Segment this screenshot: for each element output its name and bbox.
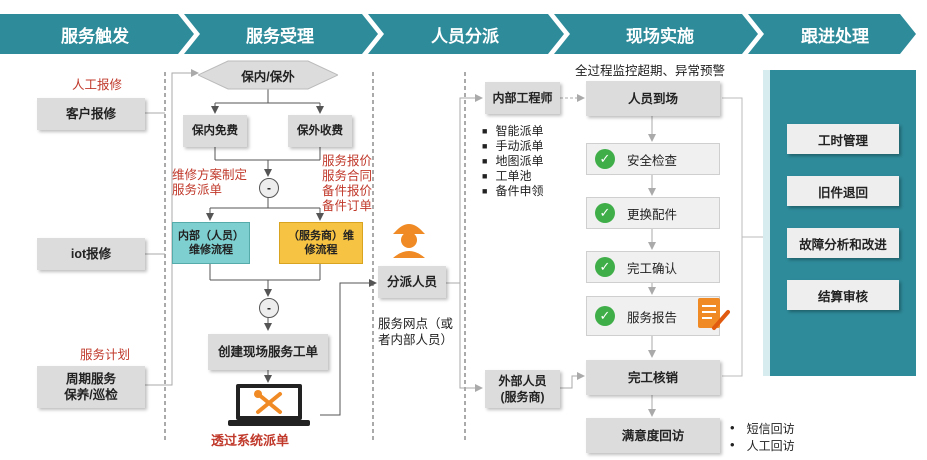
dispatch-method: 智能派单 [482,124,543,139]
dispatcher-note-line1: 服务网点（或 [378,317,454,331]
dispatch-method: 备件申领 [482,184,543,199]
left-note-line1: 维修方案制定 [172,168,248,182]
step-label: 更换配件 [627,207,678,222]
step-safety-check[interactable]: ✓ 安全检查 [586,143,720,175]
dispatcher-box[interactable]: 分派人员 [378,266,446,298]
satisfaction-visit-box[interactable]: 满意度回访 [586,418,720,453]
stage-accept: 服务受理 [246,26,314,46]
periodic-line2: 保养/巡检 [64,388,118,402]
step-label: 完工确认 [627,261,678,276]
followup-panel [770,70,916,376]
arrive-box[interactable]: 人员到场 [586,81,720,116]
check-icon: ✓ [595,306,615,326]
step-completion-confirm[interactable]: ✓ 完工确认 [586,251,720,283]
stage-trigger: 服务触发 [61,26,129,46]
monitor-note: 全过程监控超期、异常预警 [575,64,726,78]
right-note-line2: 服务合同 [322,169,373,183]
dispatcher-note-line2: 者内部人员） [378,333,454,347]
internal-engineer-box[interactable]: 内部工程师 [485,82,560,114]
external-staff-box[interactable]: 外部人员 (服务商) [485,370,560,408]
merge-node-1: - [259,178,279,198]
in-warranty-box[interactable]: 保内免费 [183,115,247,147]
right-note-line1: 服务报价 [322,154,373,168]
dispatch-methods-list: 智能派单 手动派单 地图派单 工单池 备件申领 [482,124,543,199]
step-replace-parts[interactable]: ✓ 更换配件 [586,197,720,229]
followup-item-settlement[interactable]: 结算审核 [787,280,899,310]
followup-item-return-parts[interactable]: 旧件退回 [787,176,899,206]
vendor-repair-flow[interactable]: （服务商）维 修流程 [279,222,363,264]
decision-diamond[interactable] [198,60,338,90]
customer-repair-box[interactable]: 客户报修 [37,98,145,130]
periodic-service-box[interactable]: 周期服务 保养/巡检 [37,366,145,408]
check-icon: ✓ [595,203,615,223]
stage-onsite: 现场实施 [626,26,694,46]
internal-repair-flow[interactable]: 内部（人员） 维修流程 [172,222,250,264]
external-line2: (服务商) [500,390,545,404]
right-note: 服务报价 服务合同 备件报价 备件订单 [322,154,372,214]
visit-method: 短信回访 [730,420,795,437]
followup-item-hours[interactable]: 工时管理 [787,124,899,154]
stage-header [0,14,916,54]
report-icon [698,298,730,330]
service-plan-label: 服务计划 [80,348,131,362]
stage-followup: 跟进处理 [801,26,869,46]
manual-repair-label: 人工报修 [72,78,123,92]
decision-label: 保内/保外 [241,69,295,84]
stage-dispatch: 人员分派 [431,26,499,46]
left-note-line2: 服务派单 [172,183,223,197]
periodic-line1: 周期服务 [65,372,116,386]
vendor-line1: （服务商）维 [288,230,354,242]
out-warranty-box[interactable]: 保外收费 [288,115,352,147]
merge-node-2: - [259,298,279,318]
step-service-report[interactable]: ✓ 服务报告 [586,296,720,336]
visit-method: 人工回访 [730,437,795,454]
system-dispatch-label: 透过系统派单 [211,433,290,448]
vendor-line2: 修流程 [304,244,338,256]
completion-writeoff-box[interactable]: 完工核销 [586,360,720,395]
iot-repair-box[interactable]: iot报修 [37,238,145,270]
step-label: 服务报告 [627,310,678,325]
internal-line1: 内部（人员） [178,230,244,242]
dispatcher-note: 服务网点（或 者内部人员） [378,316,453,348]
worker-icon [393,224,425,258]
dispatch-method: 地图派单 [482,154,543,169]
check-icon: ✓ [595,149,615,169]
dispatch-method: 手动派单 [482,139,543,154]
external-line1: 外部人员 [498,374,547,388]
step-label: 安全检查 [627,153,678,168]
create-order-box[interactable]: 创建现场服务工单 [208,334,328,370]
check-icon: ✓ [595,257,615,277]
dispatch-method: 工单池 [482,169,543,184]
right-note-line3: 备件报价 [322,184,373,198]
followup-item-fault-analysis[interactable]: 故障分析和改进 [787,228,899,258]
internal-line2: 维修流程 [189,244,233,256]
right-note-line4: 备件订单 [322,199,373,213]
left-note: 维修方案制定 服务派单 [172,168,247,198]
laptop-tools-icon [228,384,310,426]
visit-methods-list: 短信回访 人工回访 [730,420,795,454]
